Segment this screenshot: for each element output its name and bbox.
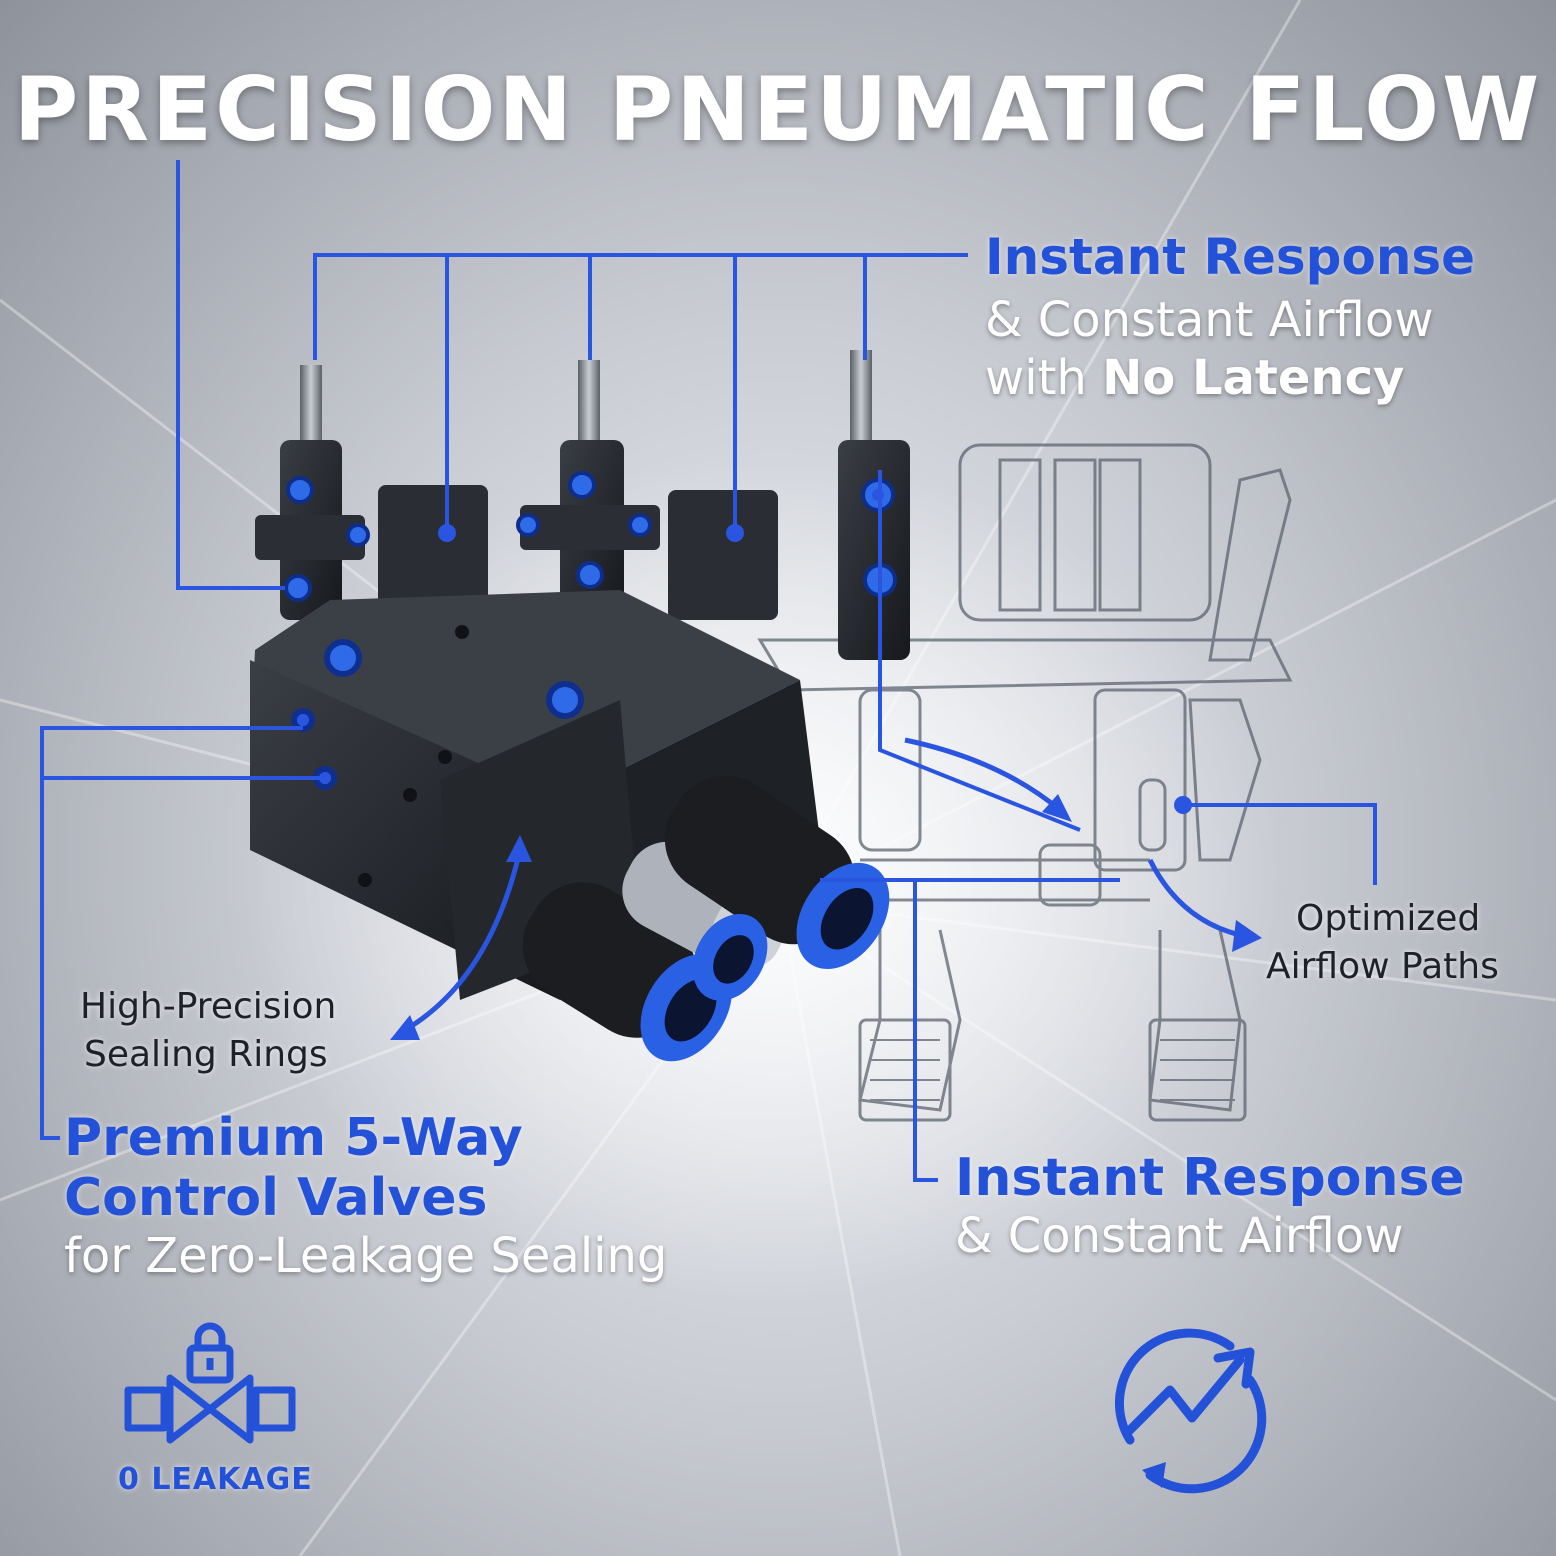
instant-response-bottom-subtitle: & Constant Airflow (955, 1208, 1404, 1264)
valve-stem-row (255, 350, 910, 660)
instant-response-top-heading: Instant Response (985, 228, 1476, 286)
page-title: PRECISION PNEUMATIC FLOW (13, 58, 1543, 161)
flow-arrows (390, 737, 1262, 1040)
airflow-paths-label-line1: Optimized (1296, 898, 1481, 939)
main-valve-block (250, 590, 890, 1062)
line2-prefix: with (985, 350, 1103, 406)
instant-response-top-line2: with No Latency (985, 350, 1404, 406)
no-latency-emphasis: No Latency (1102, 350, 1405, 406)
rising-arrow-cycle-icon (1115, 1328, 1267, 1494)
sealing-rings-label-line1: High-Precision (80, 986, 337, 1027)
callout-lines (40, 160, 1377, 1182)
instant-response-bottom-heading: Instant Response (955, 1148, 1465, 1208)
valve-lock-icon (124, 1322, 296, 1444)
zero-leakage-label: 0 LEAKAGE (118, 1462, 313, 1497)
airflow-paths-label-line2: Airflow Paths (1266, 946, 1499, 987)
premium-valves-subtitle: for Zero-Leakage Sealing (64, 1228, 668, 1284)
sealing-rings-label-line2: Sealing Rings (84, 1034, 328, 1075)
premium-valves-heading-line2: Control Valves (64, 1168, 488, 1228)
pedal-assembly-sketch (757, 443, 1293, 1122)
instant-response-top-line1: & Constant Airflow (985, 292, 1434, 348)
premium-valves-heading-line1: Premium 5-Way (64, 1108, 523, 1168)
callout-dots (297, 489, 1192, 814)
